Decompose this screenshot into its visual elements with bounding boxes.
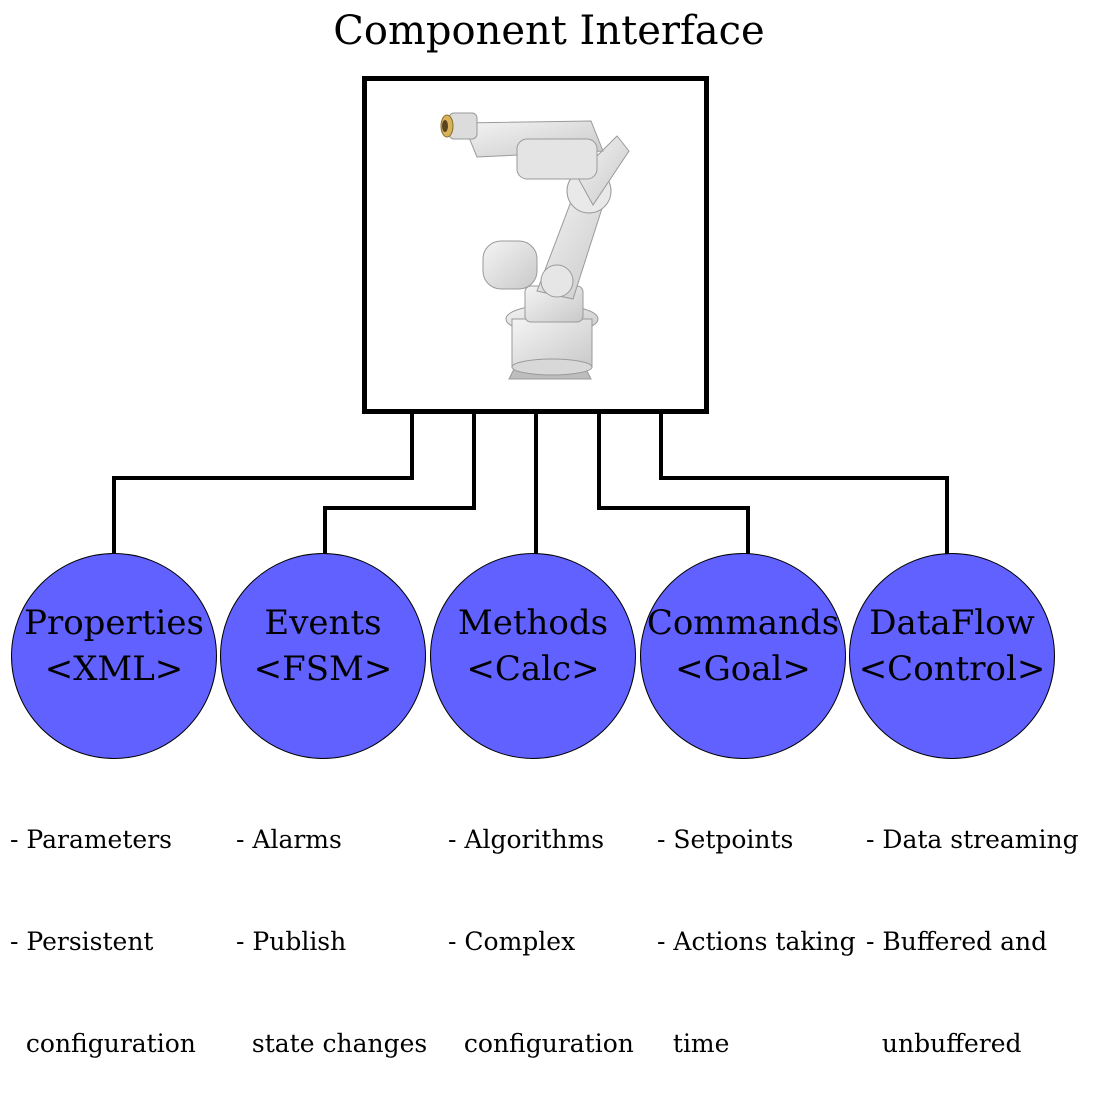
description-line: - Publish bbox=[236, 927, 347, 956]
description-line: time bbox=[657, 1029, 730, 1058]
connector-commands bbox=[597, 412, 750, 565]
description-line: configuration bbox=[448, 1029, 634, 1058]
interface-tag: <FSM> bbox=[253, 649, 393, 689]
interface-name: Properties bbox=[24, 603, 204, 643]
interface-name: Commands bbox=[646, 603, 840, 643]
interface-name: Events bbox=[264, 603, 382, 643]
connector-lines bbox=[112, 412, 949, 565]
interface-tag: <XML> bbox=[44, 649, 184, 689]
interface-properties: Properties <XML> bbox=[11, 553, 217, 759]
description-line: configuration bbox=[10, 1029, 196, 1058]
description-line: - Alarms bbox=[236, 825, 342, 854]
description-line: - Actions taking bbox=[657, 927, 856, 956]
description-line: - Parameters bbox=[10, 825, 172, 854]
industrial-robot-arm-icon bbox=[440, 112, 630, 380]
connector-dataflow bbox=[659, 412, 949, 565]
commands-description: - Setpoints - Actions taking time bbox=[657, 755, 856, 1095]
connector-properties bbox=[112, 412, 414, 565]
component-box bbox=[362, 76, 709, 414]
interface-events: Events <FSM> bbox=[220, 553, 426, 759]
interface-dataflow: DataFlow <Control> bbox=[849, 553, 1055, 759]
description-line: - Setpoints bbox=[657, 825, 794, 854]
interface-name: Methods bbox=[457, 603, 609, 643]
diagram-title: Component Interface bbox=[333, 8, 765, 54]
methods-description: - Algorithms - Complex configuration bbox=[448, 755, 634, 1095]
interface-tag: <Control> bbox=[858, 649, 1046, 689]
description-line: - Complex bbox=[448, 927, 576, 956]
properties-description: - Parameters - Persistent configuration bbox=[10, 755, 196, 1095]
description-line: unbuffered bbox=[866, 1029, 1022, 1058]
interface-name: DataFlow bbox=[869, 603, 1035, 643]
description-line: - Algorithms bbox=[448, 825, 605, 854]
description-line: - Buffered and bbox=[866, 927, 1048, 956]
interface-tag: <Goal> bbox=[675, 649, 811, 689]
description-line: - Persistent bbox=[10, 927, 154, 956]
description-line: state changes bbox=[236, 1029, 428, 1058]
interface-methods: Methods <Calc> bbox=[430, 553, 636, 759]
interface-tag: <Calc> bbox=[466, 649, 600, 689]
connector-events bbox=[323, 412, 476, 565]
events-description: - Alarms - Publish state changes bbox=[236, 755, 427, 1095]
description-line: - Data streaming bbox=[866, 825, 1079, 854]
interface-commands: Commands <Goal> bbox=[640, 553, 846, 759]
dataflow-description: - Data streaming - Buffered and unbuffer… bbox=[866, 755, 1079, 1095]
